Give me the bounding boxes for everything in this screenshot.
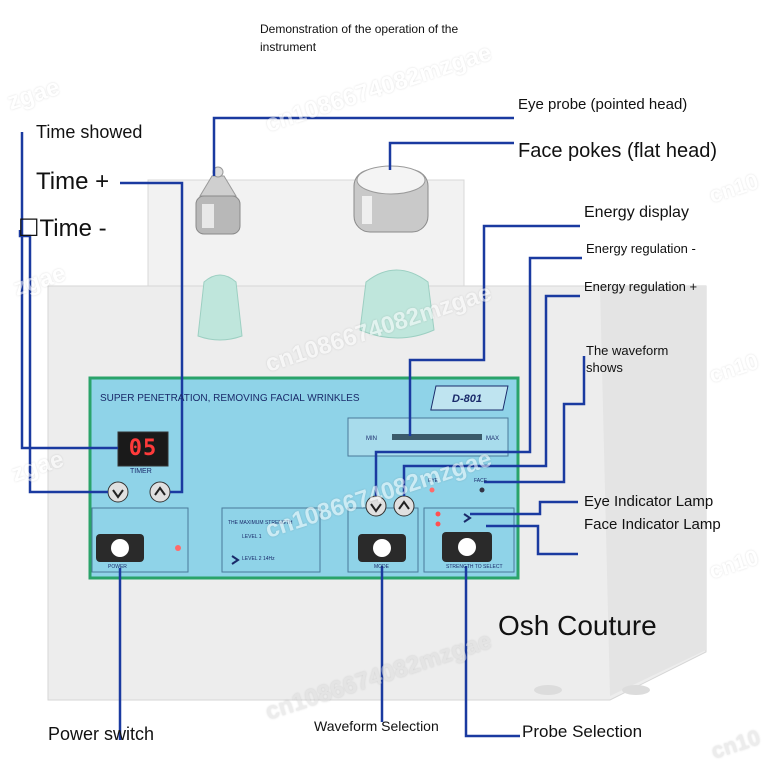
label-power-switch: Power switch	[48, 724, 155, 744]
power-box	[91, 507, 189, 573]
brand-name: Osh Couture	[498, 610, 657, 641]
label-energy-display: Energy display	[584, 204, 689, 221]
header-line-2: instrument	[260, 40, 317, 54]
leader-energy-minus	[374, 256, 582, 496]
leader-eye-lamp	[470, 500, 578, 516]
leader-time-showed	[20, 132, 118, 450]
label-waveform-selection: Waveform Selection	[314, 718, 439, 734]
eye-probe	[195, 166, 241, 235]
leader-face-pokes	[388, 141, 514, 170]
foot-left	[534, 685, 562, 695]
time-minus-button[interactable]	[107, 481, 129, 503]
leader-waveform-shows	[484, 356, 586, 484]
leader-eye-probe	[212, 116, 514, 176]
probe-select-label: STRENGTH TO SELECT	[446, 564, 503, 570]
label-time-minus: ☐Time -	[18, 215, 107, 242]
power-button[interactable]	[96, 534, 144, 562]
label-face-indicator-lamp: Face Indicator Lamp	[584, 516, 721, 533]
probe-select-button[interactable]	[442, 532, 492, 562]
label-eye-probe: Eye probe (pointed head)	[518, 96, 688, 113]
power-label: POWER	[108, 564, 127, 570]
waveform-indicator-2	[479, 487, 485, 493]
device-body-side	[600, 286, 706, 696]
eye-lamp-label: EYE	[428, 478, 439, 484]
leader-energy-plus	[402, 294, 580, 496]
face-probe-cap	[359, 269, 435, 339]
label-energy-regulation-minus: Energy regulation -	[586, 241, 696, 256]
face-probe	[353, 165, 429, 233]
waveform-button[interactable]	[358, 534, 406, 562]
timer-display	[117, 431, 169, 467]
level-box	[221, 507, 321, 573]
label-energy-regulation-plus: Energy regulation +	[584, 279, 698, 294]
label-waveform-shows-1: The waveform	[586, 343, 669, 358]
energy-min-label: MIN	[366, 436, 377, 442]
probe-select-box	[423, 507, 515, 573]
leader-face-lamp	[486, 524, 578, 556]
leader-energy-display	[408, 224, 580, 436]
energy-minus-button[interactable]	[365, 495, 387, 517]
level-2-label: LEVEL 2 14Hz	[242, 556, 275, 562]
label-face-pokes: Face pokes (flat head)	[518, 140, 717, 162]
energy-bar	[392, 434, 482, 440]
mode-label: MODE	[374, 564, 389, 570]
waveform-indicator	[429, 487, 435, 493]
eye-indicator-lamp	[435, 511, 441, 517]
label-eye-indicator-lamp: Eye Indicator Lamp	[584, 493, 714, 510]
model-number: D-801	[452, 393, 482, 405]
power-indicator	[175, 545, 181, 551]
face-lamp-label: FACE	[474, 478, 488, 484]
leader-time-minus	[18, 230, 108, 494]
label-waveform-shows-2: shows	[586, 360, 623, 375]
foot-right	[622, 685, 650, 695]
face-indicator-lamp	[435, 521, 441, 527]
time-plus-button[interactable]	[149, 481, 171, 503]
label-time-showed: Time showed	[36, 122, 143, 142]
timer-digits: 05	[128, 436, 158, 461]
level-arrow-icon	[231, 555, 240, 565]
energy-max-label: MAX	[486, 436, 500, 442]
label-probe-selection: Probe Selection	[522, 722, 643, 741]
model-plate	[430, 385, 509, 411]
label-time-plus: Time +	[36, 168, 110, 195]
leader-lines	[18, 116, 586, 740]
leader-probe	[464, 566, 520, 738]
eye-probe-cap	[197, 274, 243, 341]
timer-label: TIMER	[130, 468, 152, 475]
panel-title: SUPER PENETRATION, REMOVING FACIAL WRINK…	[100, 393, 360, 404]
level-header: THE MAXIMUM STRENGTH	[228, 520, 293, 526]
leader-time-plus	[120, 181, 184, 494]
header-line-1: Demonstration of the operation of the	[260, 22, 459, 36]
arrow-icon	[463, 513, 472, 523]
level-1-label: LEVEL 1	[242, 534, 262, 540]
